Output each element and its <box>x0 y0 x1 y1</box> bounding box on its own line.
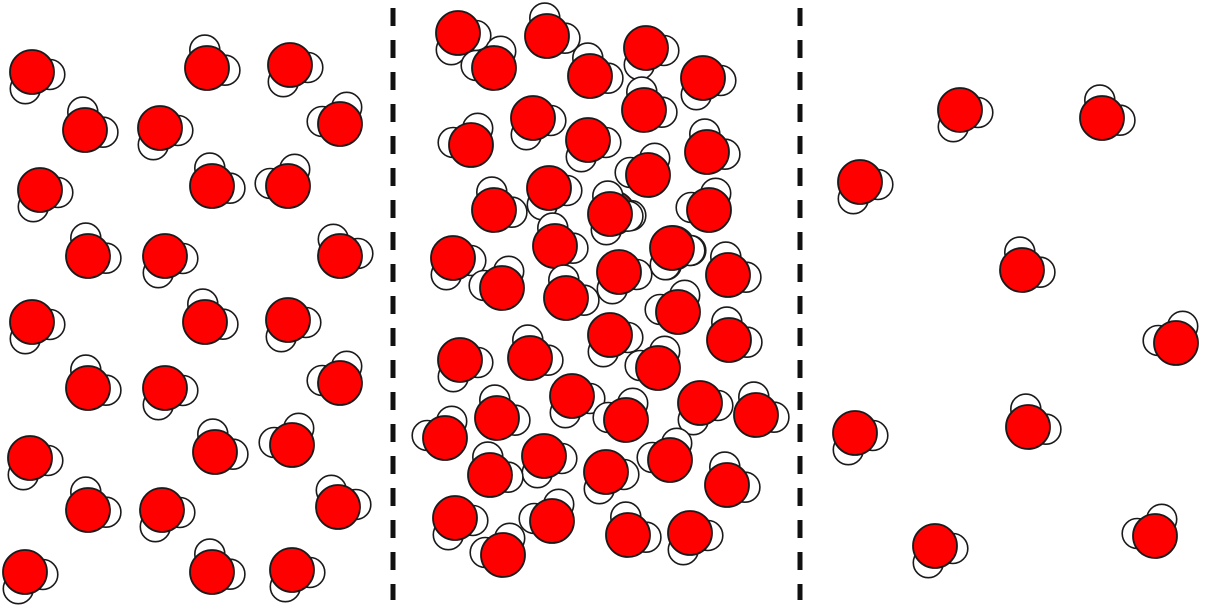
oxygen-atom <box>480 266 524 310</box>
oxygen-atom <box>266 164 310 208</box>
oxygen-atom <box>604 398 648 442</box>
oxygen-atom <box>438 338 482 382</box>
oxygen-atom <box>318 102 362 146</box>
oxygen-atom <box>63 108 107 152</box>
oxygen-atom <box>687 188 731 232</box>
oxygen-atom <box>10 300 54 344</box>
oxygen-atom <box>318 234 362 278</box>
oxygen-atom <box>530 499 574 543</box>
oxygen-atom <box>706 253 750 297</box>
oxygen-atom <box>183 300 227 344</box>
oxygen-atom <box>193 430 237 474</box>
oxygen-atom <box>650 226 694 270</box>
oxygen-atom <box>3 550 47 594</box>
oxygen-atom <box>143 234 187 278</box>
oxygen-atom <box>1133 514 1177 558</box>
oxygen-atom <box>468 453 512 497</box>
oxygen-atom <box>707 318 751 362</box>
oxygen-atom <box>544 276 588 320</box>
oxygen-atom <box>1080 96 1124 140</box>
oxygen-atom <box>833 411 877 455</box>
oxygen-atom <box>475 396 519 440</box>
oxygen-atom <box>913 524 957 568</box>
oxygen-atom <box>481 533 525 577</box>
oxygen-atom <box>626 153 670 197</box>
oxygen-atom <box>10 50 54 94</box>
oxygen-atom <box>588 313 632 357</box>
oxygen-atom <box>511 96 555 140</box>
oxygen-atom <box>648 438 692 482</box>
oxygen-atom <box>681 56 725 100</box>
oxygen-atom <box>143 366 187 410</box>
oxygen-atom <box>1000 248 1044 292</box>
oxygen-atom <box>522 434 566 478</box>
oxygen-atom <box>190 550 234 594</box>
oxygen-atom <box>140 488 184 532</box>
oxygen-atom <box>938 88 982 132</box>
oxygen-atom <box>508 336 552 380</box>
oxygen-atom <box>472 46 516 90</box>
oxygen-atom <box>431 236 475 280</box>
oxygen-atom <box>316 485 360 529</box>
oxygen-atom <box>550 374 594 418</box>
oxygen-atom <box>270 548 314 592</box>
oxygen-atom <box>66 234 110 278</box>
oxygen-atom <box>838 160 882 204</box>
oxygen-atom <box>734 393 778 437</box>
oxygen-atom <box>525 14 569 58</box>
oxygen-atom <box>138 106 182 150</box>
oxygen-atom <box>1154 321 1198 365</box>
oxygen-atom <box>622 88 666 132</box>
oxygen-atom <box>597 250 641 294</box>
oxygen-atom <box>678 381 722 425</box>
oxygen-atom <box>705 463 749 507</box>
oxygen-atom <box>656 290 700 334</box>
oxygen-atom <box>449 123 493 167</box>
oxygen-atom <box>270 423 314 467</box>
oxygen-atom <box>8 436 52 480</box>
oxygen-atom <box>472 188 516 232</box>
oxygen-atom <box>624 26 668 70</box>
oxygen-atom <box>527 166 571 210</box>
oxygen-atom <box>685 130 729 174</box>
oxygen-atom <box>66 366 110 410</box>
oxygen-atom <box>568 54 612 98</box>
oxygen-atom <box>1006 405 1050 449</box>
oxygen-atom <box>18 168 62 212</box>
oxygen-atom <box>185 46 229 90</box>
oxygen-atom <box>533 224 577 268</box>
oxygen-atom <box>436 11 480 55</box>
oxygen-atom <box>606 513 650 557</box>
oxygen-atom <box>584 450 628 494</box>
oxygen-atom <box>433 496 477 540</box>
oxygen-atom <box>668 511 712 555</box>
oxygen-atom <box>636 346 680 390</box>
oxygen-atom <box>423 416 467 460</box>
oxygen-atom <box>66 488 110 532</box>
oxygen-atom <box>566 118 610 162</box>
oxygen-atom <box>266 298 310 342</box>
oxygen-atom <box>268 43 312 87</box>
oxygen-atom <box>318 361 362 405</box>
oxygen-atom <box>588 192 632 236</box>
oxygen-atom <box>190 164 234 208</box>
